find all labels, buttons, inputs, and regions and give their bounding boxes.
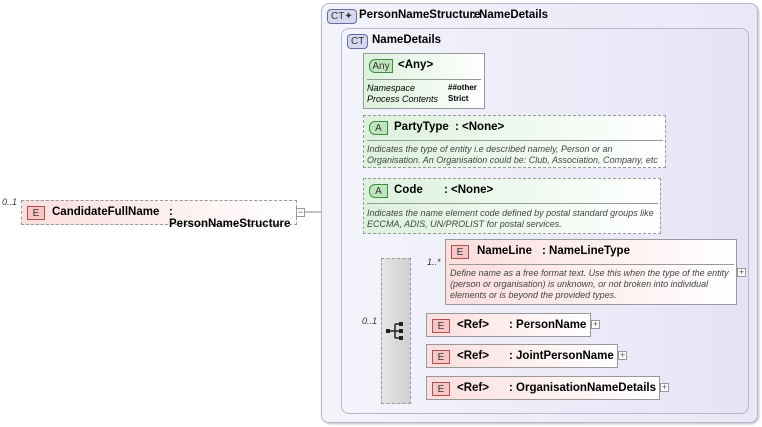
attribute-description-line: ECCMA, ADIS, UN/PROLIST for postal servi… (367, 219, 562, 229)
divider (367, 140, 663, 141)
expand-toggle[interactable]: + (660, 382, 669, 392)
process-contents-label: Process Contents (367, 94, 439, 104)
complex-type-badge: CT (347, 34, 369, 49)
attribute-badge: A (369, 121, 388, 135)
collapse-toggle[interactable]: − (296, 207, 305, 217)
root-cardinality: 0..1 (2, 197, 18, 207)
sequence-compositor[interactable] (381, 258, 411, 404)
attribute-type: : <None> (444, 184, 494, 196)
element-type: : NameLineType (542, 245, 630, 257)
element-description-line: Define name as a free format text. Use t… (450, 268, 729, 278)
element-badge: E (432, 382, 450, 396)
divider (449, 264, 734, 265)
complex-type-base: : NameDetails (472, 9, 549, 21)
divider (367, 79, 481, 80)
nameline-cardinality: 1..* (427, 257, 441, 267)
ref-label: <Ref> (457, 350, 489, 362)
element-badge: E (27, 206, 45, 220)
process-contents-value: Strict (448, 94, 469, 103)
attribute-type: : <None> (455, 121, 505, 133)
sequence-icon (386, 322, 403, 340)
expand-toggle[interactable]: + (737, 267, 746, 277)
element-badge: E (432, 350, 450, 364)
complex-type-name: NameDetails (372, 34, 442, 46)
ref-label: <Ref> (457, 319, 489, 331)
attribute-name: Code (394, 184, 423, 196)
nameline-element[interactable]: E NameLine : NameLineType Define name as… (445, 239, 737, 305)
any-name: <Any> (398, 59, 434, 71)
ref-name: : OrganisationNameDetails (509, 382, 656, 394)
complex-type-badge: CT✦ (327, 9, 357, 24)
ref-name: : JointPersonName (509, 350, 614, 362)
ref-joint-person-name[interactable]: E <Ref> : JointPersonName (426, 344, 618, 368)
candidate-full-name-element[interactable]: E CandidateFullName : PersonNameStructur… (21, 200, 297, 230)
any-badge: Any (369, 59, 393, 73)
complex-type-name: PersonNameStructure (359, 9, 481, 21)
element-badge: E (432, 319, 450, 333)
ref-label: <Ref> (457, 382, 489, 394)
attribute-name: PartyType (394, 121, 449, 133)
attribute-party-type[interactable]: A PartyType : <None> Indicates the type … (363, 115, 666, 168)
element-badge: E (451, 245, 469, 259)
namespace-value: ##other (448, 83, 477, 92)
element-type: : PersonNameStructure (169, 206, 291, 230)
attribute-description-line: Indicates the name element code defined … (367, 208, 654, 218)
attribute-description-line: Indicates the type of entity i.e describ… (367, 144, 613, 154)
divider (367, 203, 658, 204)
ref-organisation-name-details[interactable]: E <Ref> : OrganisationNameDetails (426, 376, 660, 400)
ref-name: : PersonName (509, 319, 587, 331)
element-description-line: elements or is beyond the provided types… (450, 290, 617, 300)
namespace-label: Namespace (367, 83, 416, 93)
element-name: CandidateFullName (52, 206, 160, 218)
attribute-code[interactable]: A Code : <None> Indicates the name eleme… (363, 178, 661, 234)
any-wildcard[interactable]: Any <Any> Namespace ##other Process Cont… (363, 53, 485, 109)
expand-toggle[interactable]: + (591, 319, 600, 329)
element-description-line: (person or organisation) is unknown, or … (450, 279, 709, 289)
ref-person-name[interactable]: E <Ref> : PersonName (426, 313, 591, 337)
element-name: NameLine (477, 245, 532, 257)
attribute-badge: A (369, 184, 388, 198)
attribute-description-line: Organisation. An Organisation could be: … (367, 155, 658, 165)
expand-toggle[interactable]: + (618, 350, 627, 360)
sequence-cardinality: 0..1 (362, 316, 378, 326)
